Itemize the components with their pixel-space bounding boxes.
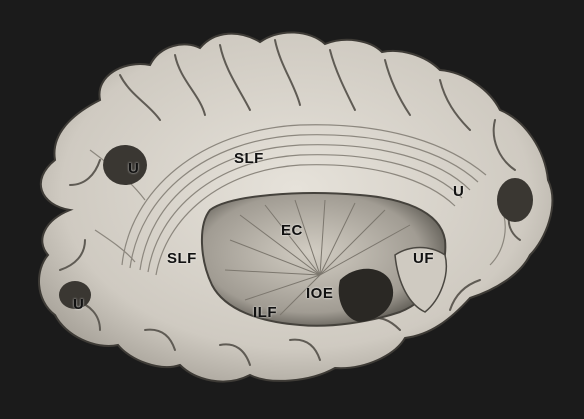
u-pocket-right <box>497 178 533 222</box>
ioe-shadow <box>338 268 394 322</box>
label-uf: UF <box>413 250 434 267</box>
label-slf-top: SLF <box>234 150 264 167</box>
label-u-upper-left: U <box>128 160 140 177</box>
uncinate-stalk <box>394 246 447 313</box>
label-ilf: ILF <box>253 304 277 321</box>
fiber-striations <box>89 124 506 276</box>
u-pocket-lower-left <box>59 281 91 309</box>
capsule-fibers <box>224 199 411 316</box>
label-slf-left: SLF <box>167 250 197 267</box>
u-pocket-upper-left <box>103 145 147 185</box>
label-ec: EC <box>281 222 303 239</box>
label-ioe: IOE <box>306 285 334 302</box>
label-u-right: U <box>453 183 465 200</box>
label-u-lower-left: U <box>73 296 85 313</box>
